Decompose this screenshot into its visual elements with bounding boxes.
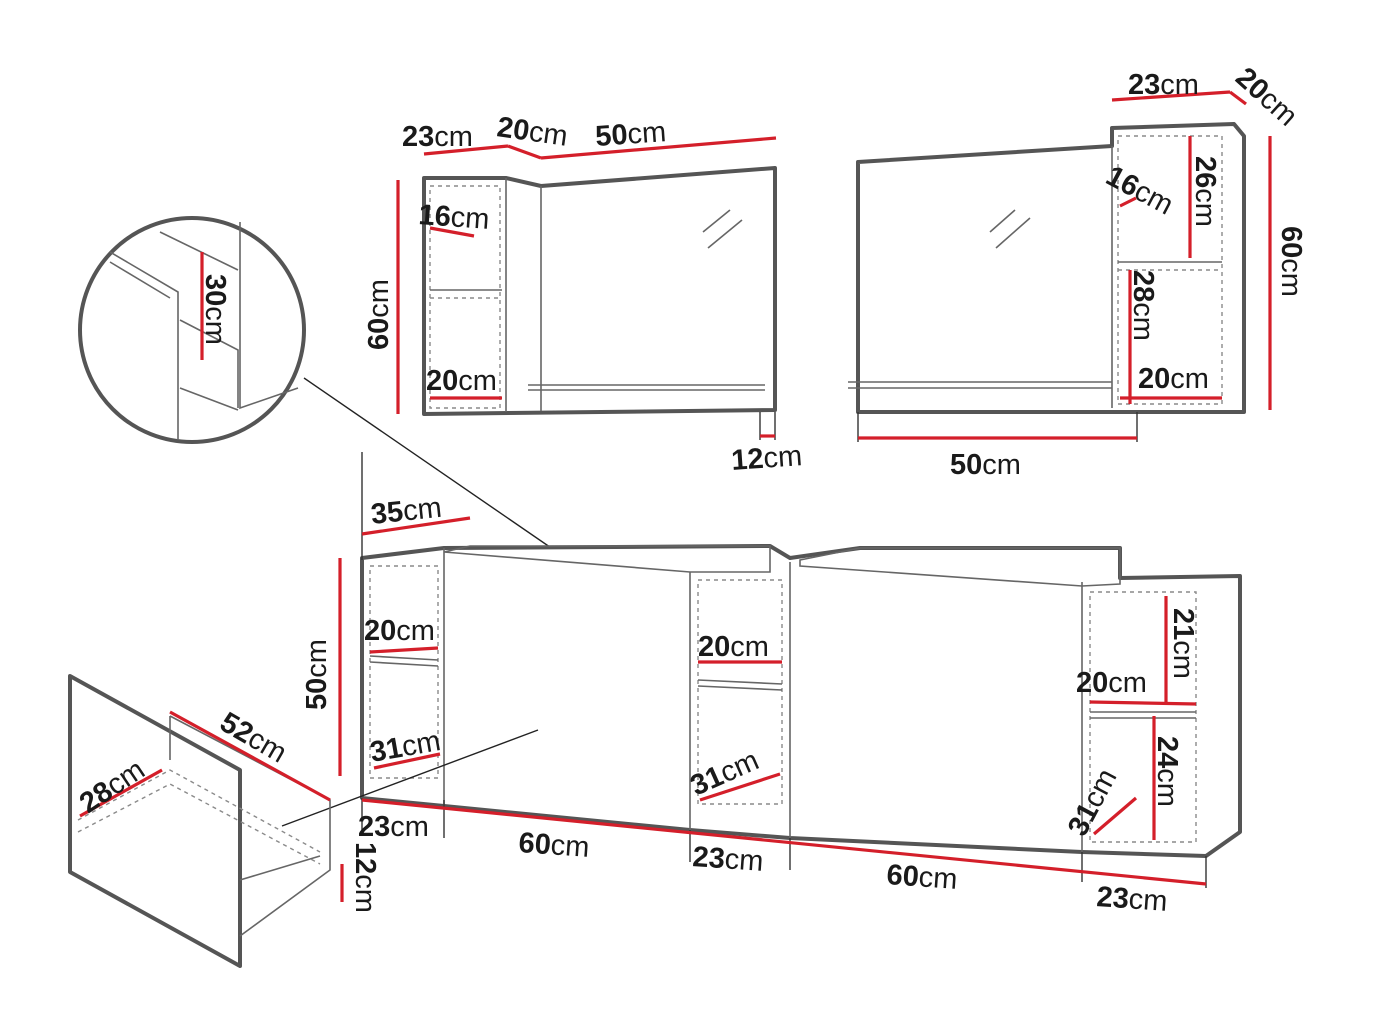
dim-cabinet-right-shelf-bottom-w: [1092, 796, 1138, 836]
label-cabinet-w-4: 60cm: [886, 859, 959, 896]
label-mirror-right-depth: 20cm: [1229, 61, 1303, 132]
dim-cabinet-depth: [361, 516, 471, 536]
label-mirror-left-height: 60cm: [363, 279, 395, 350]
detail-drawer-front: [109, 251, 179, 440]
drawer-box-side: [169, 715, 331, 937]
drawer-front-panel: [68, 674, 242, 968]
main-cabinet: [281, 452, 1242, 888]
dim-drawer-inner-height: [79, 768, 163, 818]
label-cabinet-left-shelf-bottom: 31cm: [368, 725, 443, 769]
label-cabinet-depth: 35cm: [369, 492, 443, 531]
label-mirror-left-shelf-top: 16cm: [418, 199, 491, 236]
dim-mirror-right-depth: [1229, 90, 1247, 106]
mirror-left-glare-1: [702, 209, 731, 233]
label-mirror-right-shelf-b: 26cm: [1189, 156, 1221, 227]
label-drawer-height: 12cm: [349, 842, 381, 913]
dim-mirror-right-width-top: [1111, 90, 1231, 102]
main-cabinet-body: [360, 544, 1242, 858]
dim-cabinet-right-shelf-top-w: [1089, 700, 1197, 706]
dim-cabinet-left-shelf-bottom: [373, 752, 441, 770]
drawer-leader-line: [281, 729, 539, 827]
dim-mirror-left-depth-a: [423, 144, 509, 156]
dim-cabinet-left-shelf-top: [369, 646, 439, 654]
dim-mirror-right-shelf-a: [1119, 196, 1137, 208]
dim-cabinet-width: [361, 798, 1207, 886]
label-mirror-right-shelf-c: 28cm: [1127, 270, 1159, 341]
mirror-cabinet-right: [848, 122, 1246, 442]
label-mirror-right-shelf-d: 20cm: [1138, 363, 1209, 395]
label-mirror-right-width: 50cm: [950, 449, 1021, 481]
label-mirror-right-height: 60cm: [1275, 226, 1307, 297]
label-mirror-left-depth-b: 20cm: [495, 111, 570, 153]
label-cabinet-left-shelf-top: 20cm: [364, 615, 435, 647]
label-detail-drawer-height: 30cm: [199, 274, 231, 345]
dim-drawer-depth: [169, 710, 331, 802]
main-right-shelf-frame: [1089, 591, 1197, 843]
main-mid-shelf-frame: [697, 579, 783, 805]
label-mirror-left-width: 50cm: [594, 116, 667, 153]
mirror-right-glare-1: [989, 209, 1016, 233]
label-mirror-left-shelf-bottom: 20cm: [426, 365, 497, 397]
dim-mirror-left-width: [540, 136, 777, 160]
label-cabinet-w-1: 23cm: [358, 811, 429, 843]
main-left-shelf-frame: [369, 565, 439, 779]
label-cabinet-mid-shelf-top: 20cm: [698, 631, 769, 663]
label-mirror-left-shelf-depth: 12cm: [730, 440, 803, 477]
mirror-right-glare-2: [995, 217, 1031, 249]
label-mirror-left-depth-a: 23cm: [402, 121, 473, 153]
mirror-left-shelf-frame: [429, 185, 501, 409]
dim-mirror-left-depth-b: [507, 144, 542, 160]
dim-cabinet-mid-shelf-bottom: [699, 772, 781, 802]
dim-mirror-left-shelf-top: [429, 226, 475, 238]
label-cabinet-w-5: 23cm: [1096, 881, 1169, 918]
mirror-left-glare-2: [707, 219, 743, 249]
drawer-unit: [68, 674, 331, 968]
drawer-detail-circle: [78, 216, 625, 599]
label-cabinet-w-3: 23cm: [692, 841, 765, 878]
label-cabinet-right-shelf-top-h: 21cm: [1167, 608, 1199, 679]
label-cabinet-height: 50cm: [301, 639, 333, 710]
label-cabinet-w-2: 60cm: [518, 827, 591, 864]
mirror-right-body: [856, 122, 1246, 414]
mirror-cabinet-left: [422, 166, 777, 440]
detail-circle-outline: [78, 216, 306, 444]
label-cabinet-right-shelf-top-w: 20cm: [1076, 667, 1147, 699]
dimension-lines: [79, 90, 1272, 902]
label-cabinet-right-shelf-bottom-h: 24cm: [1151, 736, 1183, 807]
label-mirror-right-width-top: 23cm: [1128, 69, 1199, 101]
